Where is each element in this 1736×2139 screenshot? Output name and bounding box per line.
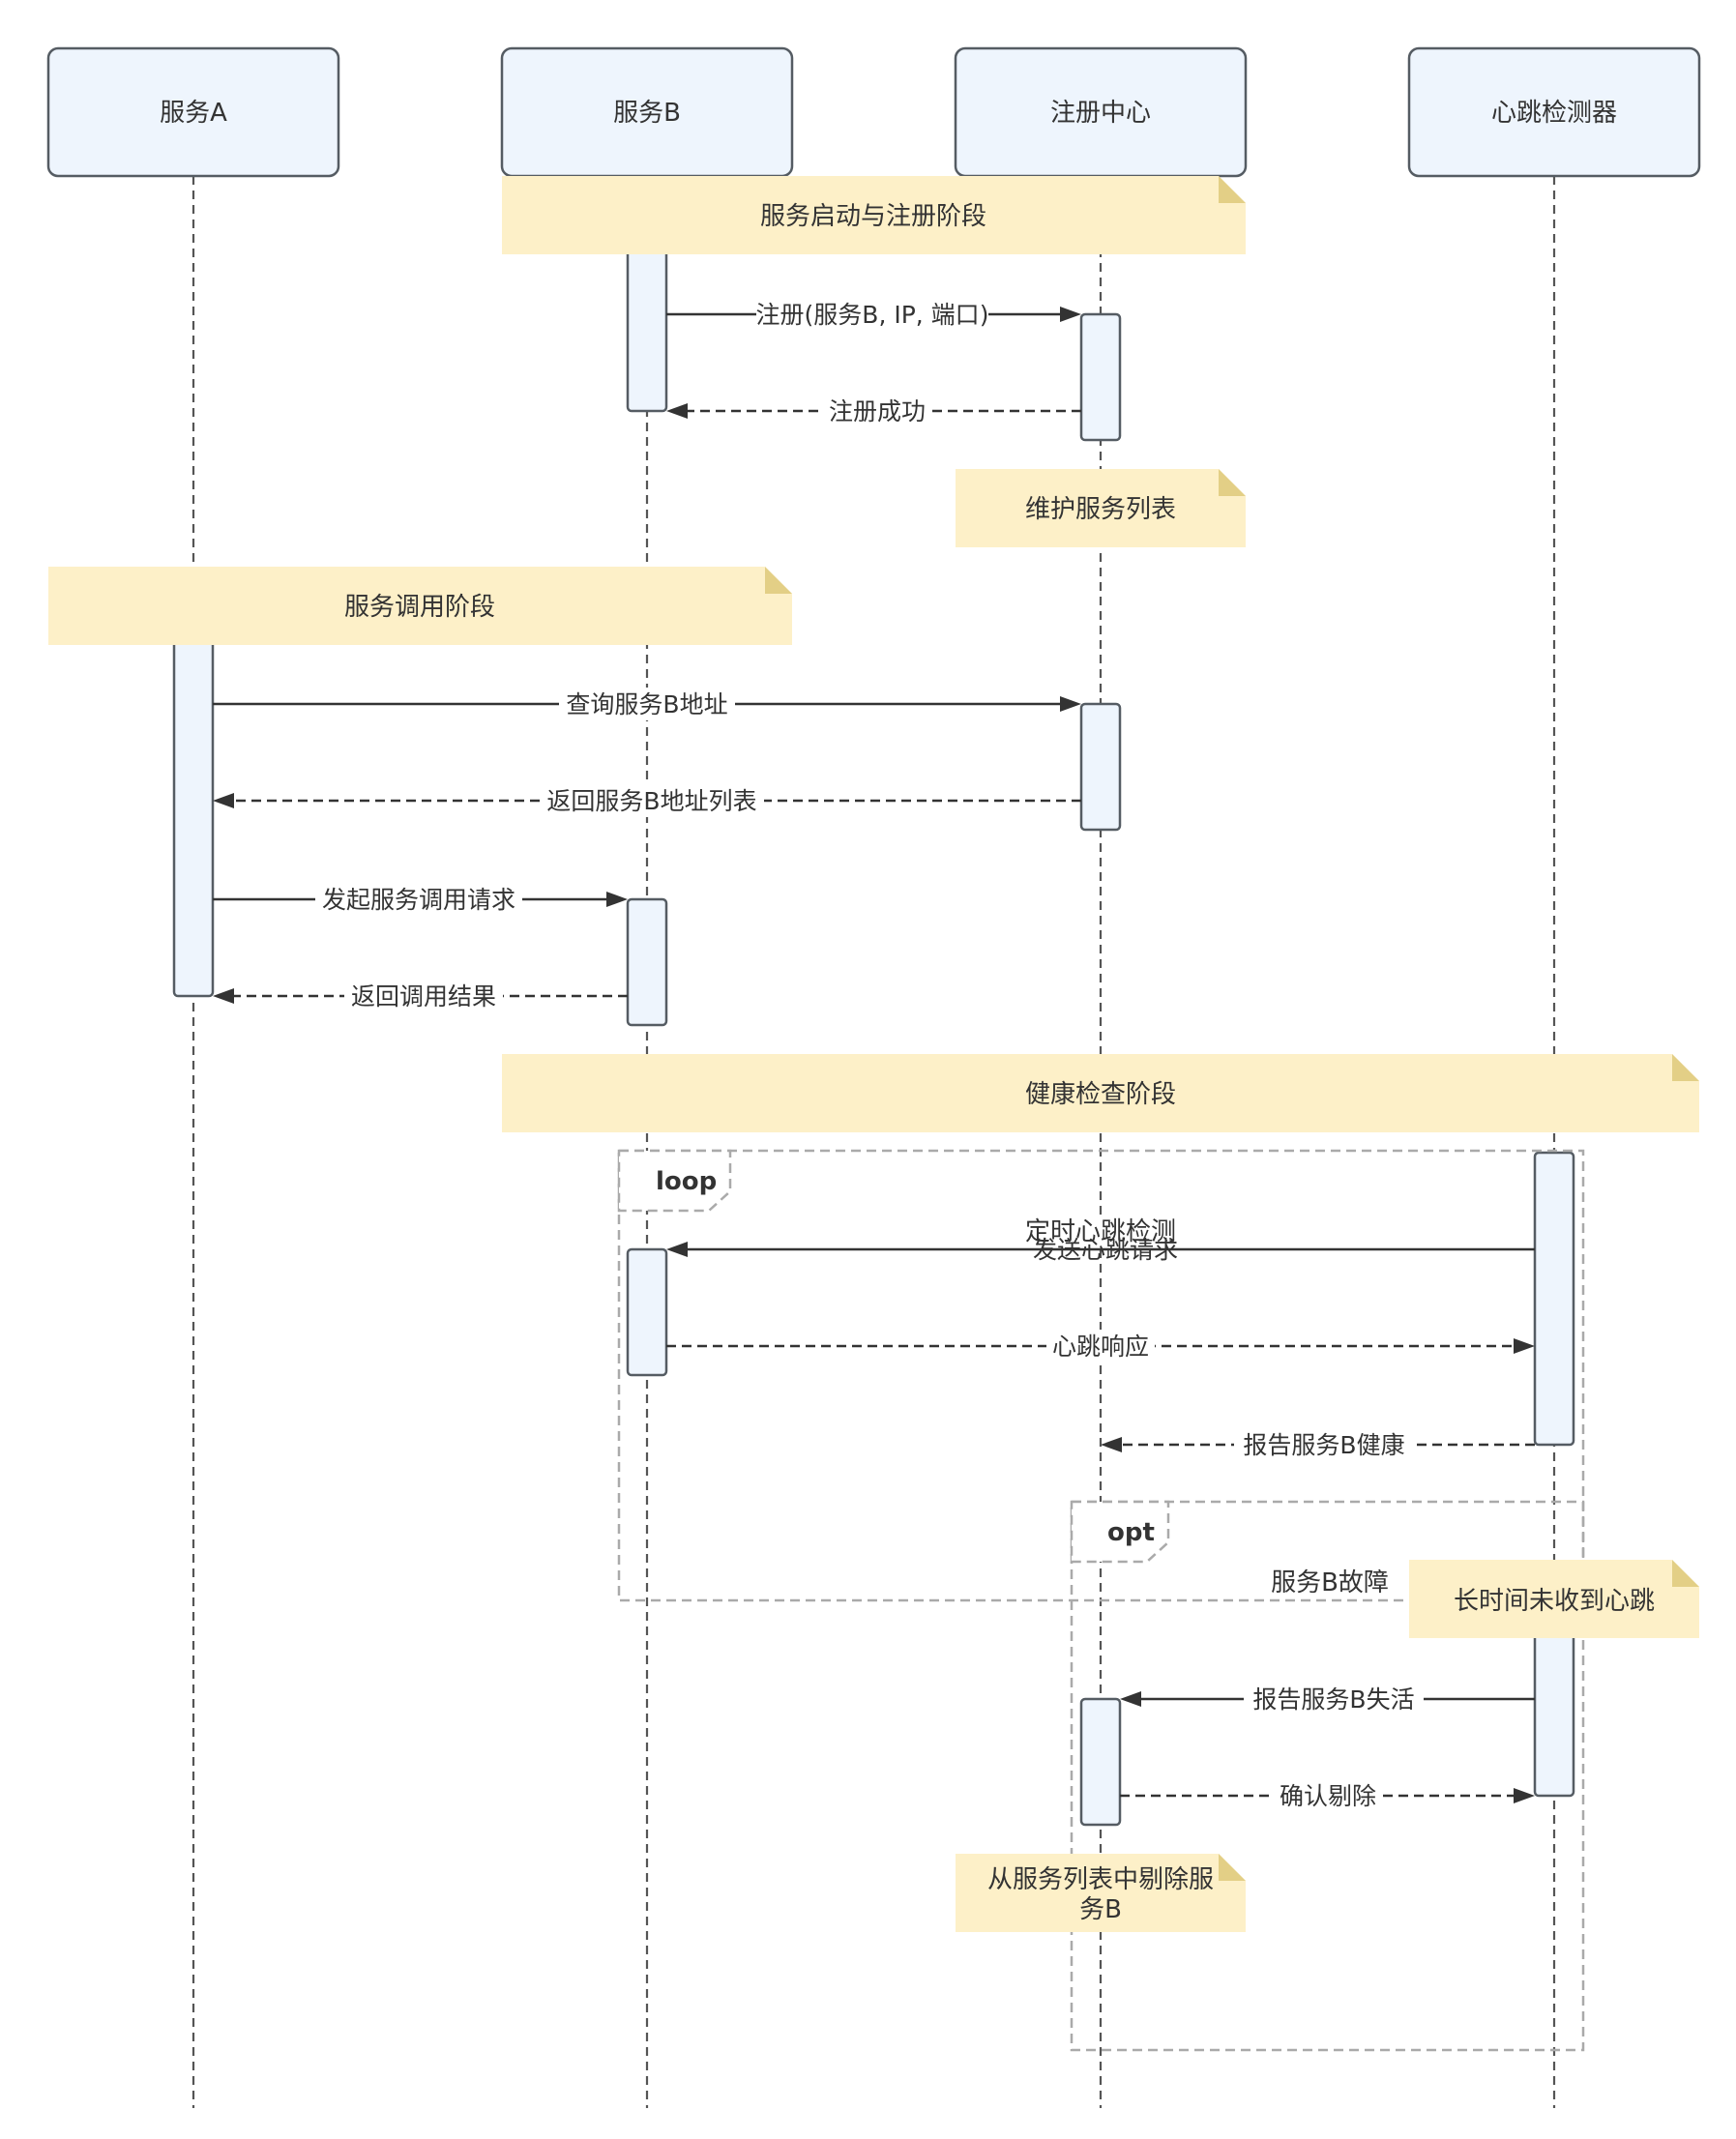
message-heartbeat-response: 心跳响应	[666, 1330, 1535, 1363]
message-query-address-label: 查询服务B地址	[566, 690, 727, 718]
message-confirm-remove: 确认剔除	[1120, 1779, 1535, 1812]
loop-fragment: loop 定时心跳检测	[617, 1149, 1585, 1602]
participant-service-a[interactable]: 服务A	[46, 46, 340, 178]
activation-b-heartbeat	[626, 1247, 668, 1377]
participant-heartbeat-detector[interactable]: 心跳检测器	[1407, 46, 1701, 178]
arrowhead	[606, 892, 628, 907]
participant-label: 注册中心	[1050, 99, 1151, 128]
note-no-heartbeat: 长时间未收到心跳	[1409, 1560, 1699, 1638]
loop-keyword: loop	[656, 1167, 717, 1196]
message-send-heartbeat-label: 发送心跳请求	[1033, 1236, 1178, 1264]
note-phase1-text: 服务启动与注册阶段	[760, 202, 986, 231]
message-register-ok: 注册成功	[666, 395, 1081, 427]
participant-label: 心跳检测器	[1491, 99, 1617, 128]
message-return-address-label: 返回服务B地址列表	[546, 787, 756, 815]
note-phase2: 服务调用阶段	[48, 567, 792, 645]
activation-r-register	[1079, 312, 1122, 442]
note-maintain-text: 维护服务列表	[1025, 495, 1176, 524]
message-invoke: 发起服务调用请求	[213, 883, 628, 916]
opt-tab	[1070, 1500, 1170, 1564]
message-return-address: 返回服务B地址列表	[213, 784, 1081, 817]
activation-a-call	[172, 627, 215, 998]
loop-frame	[617, 1149, 1585, 1602]
message-report-healthy: 报告服务B健康	[1101, 1428, 1535, 1461]
message-invoke-result-label: 返回调用结果	[351, 982, 496, 1011]
message-confirm-remove-label: 确认剔除	[1280, 1782, 1376, 1810]
arrowhead	[1514, 1338, 1535, 1354]
activation-h-loop	[1533, 1151, 1575, 1447]
arrowhead	[1120, 1691, 1141, 1707]
note-phase3-text: 健康检查阶段	[1025, 1080, 1176, 1109]
lifelines	[191, 176, 1556, 2108]
participant-label: 服务B	[613, 99, 681, 128]
note-remove-service: 从服务列表中剔除服 务B	[956, 1854, 1246, 1932]
message-invoke-result: 返回调用结果	[213, 980, 628, 1012]
participant-label: 服务A	[160, 99, 227, 128]
note-remove-line1: 从服务列表中剔除服	[987, 1865, 1214, 1894]
activation-b-register	[626, 240, 668, 413]
note-no-heartbeat-text: 长时间未收到心跳	[1454, 1587, 1655, 1616]
arrowhead	[213, 793, 234, 808]
message-heartbeat-response-label: 心跳响应	[1052, 1333, 1149, 1361]
message-register-ok-label: 注册成功	[829, 397, 926, 425]
participant-registry[interactable]: 注册中心	[954, 46, 1248, 178]
activation-b-invoke	[626, 897, 668, 1027]
arrowhead	[1060, 696, 1081, 712]
activation-r-remove	[1079, 1697, 1122, 1827]
arrowhead	[666, 1242, 688, 1257]
note-remove-line2: 务B	[1079, 1895, 1122, 1924]
activation-r-query	[1079, 702, 1122, 832]
arrowhead	[213, 988, 234, 1004]
opt-frame	[1070, 1500, 1585, 2052]
message-register-label: 注册(服务B, IP, 端口)	[756, 301, 989, 329]
note-maintain-list: 维护服务列表	[956, 469, 1246, 547]
message-query-address: 查询服务B地址	[213, 688, 1081, 720]
opt-keyword: opt	[1107, 1518, 1155, 1547]
activations	[172, 240, 1575, 1827]
arrowhead	[1514, 1788, 1535, 1803]
loop-tab	[617, 1149, 732, 1213]
message-report-dead: 报告服务B失活	[1120, 1683, 1535, 1715]
arrowhead	[1101, 1437, 1122, 1452]
message-send-heartbeat: 发送心跳请求	[666, 1236, 1535, 1264]
loop-condition: 定时心跳检测	[1025, 1217, 1176, 1246]
participant-service-b[interactable]: 服务B	[500, 46, 794, 178]
activation-h-opt	[1533, 1632, 1575, 1798]
message-report-dead-label: 报告服务B失活	[1252, 1685, 1414, 1714]
message-register: 注册(服务B, IP, 端口)	[666, 298, 1081, 331]
opt-condition: 服务B故障	[1271, 1568, 1389, 1597]
arrowhead	[1060, 307, 1081, 322]
note-phase1: 服务启动与注册阶段	[502, 176, 1246, 254]
message-report-healthy-label: 报告服务B健康	[1243, 1431, 1404, 1459]
message-invoke-label: 发起服务调用请求	[322, 886, 515, 914]
note-phase2-text: 服务调用阶段	[344, 593, 495, 622]
arrowhead	[666, 403, 688, 419]
note-phase3: 健康检查阶段	[502, 1054, 1699, 1132]
opt-fragment: opt 服务B故障	[1070, 1500, 1585, 2052]
